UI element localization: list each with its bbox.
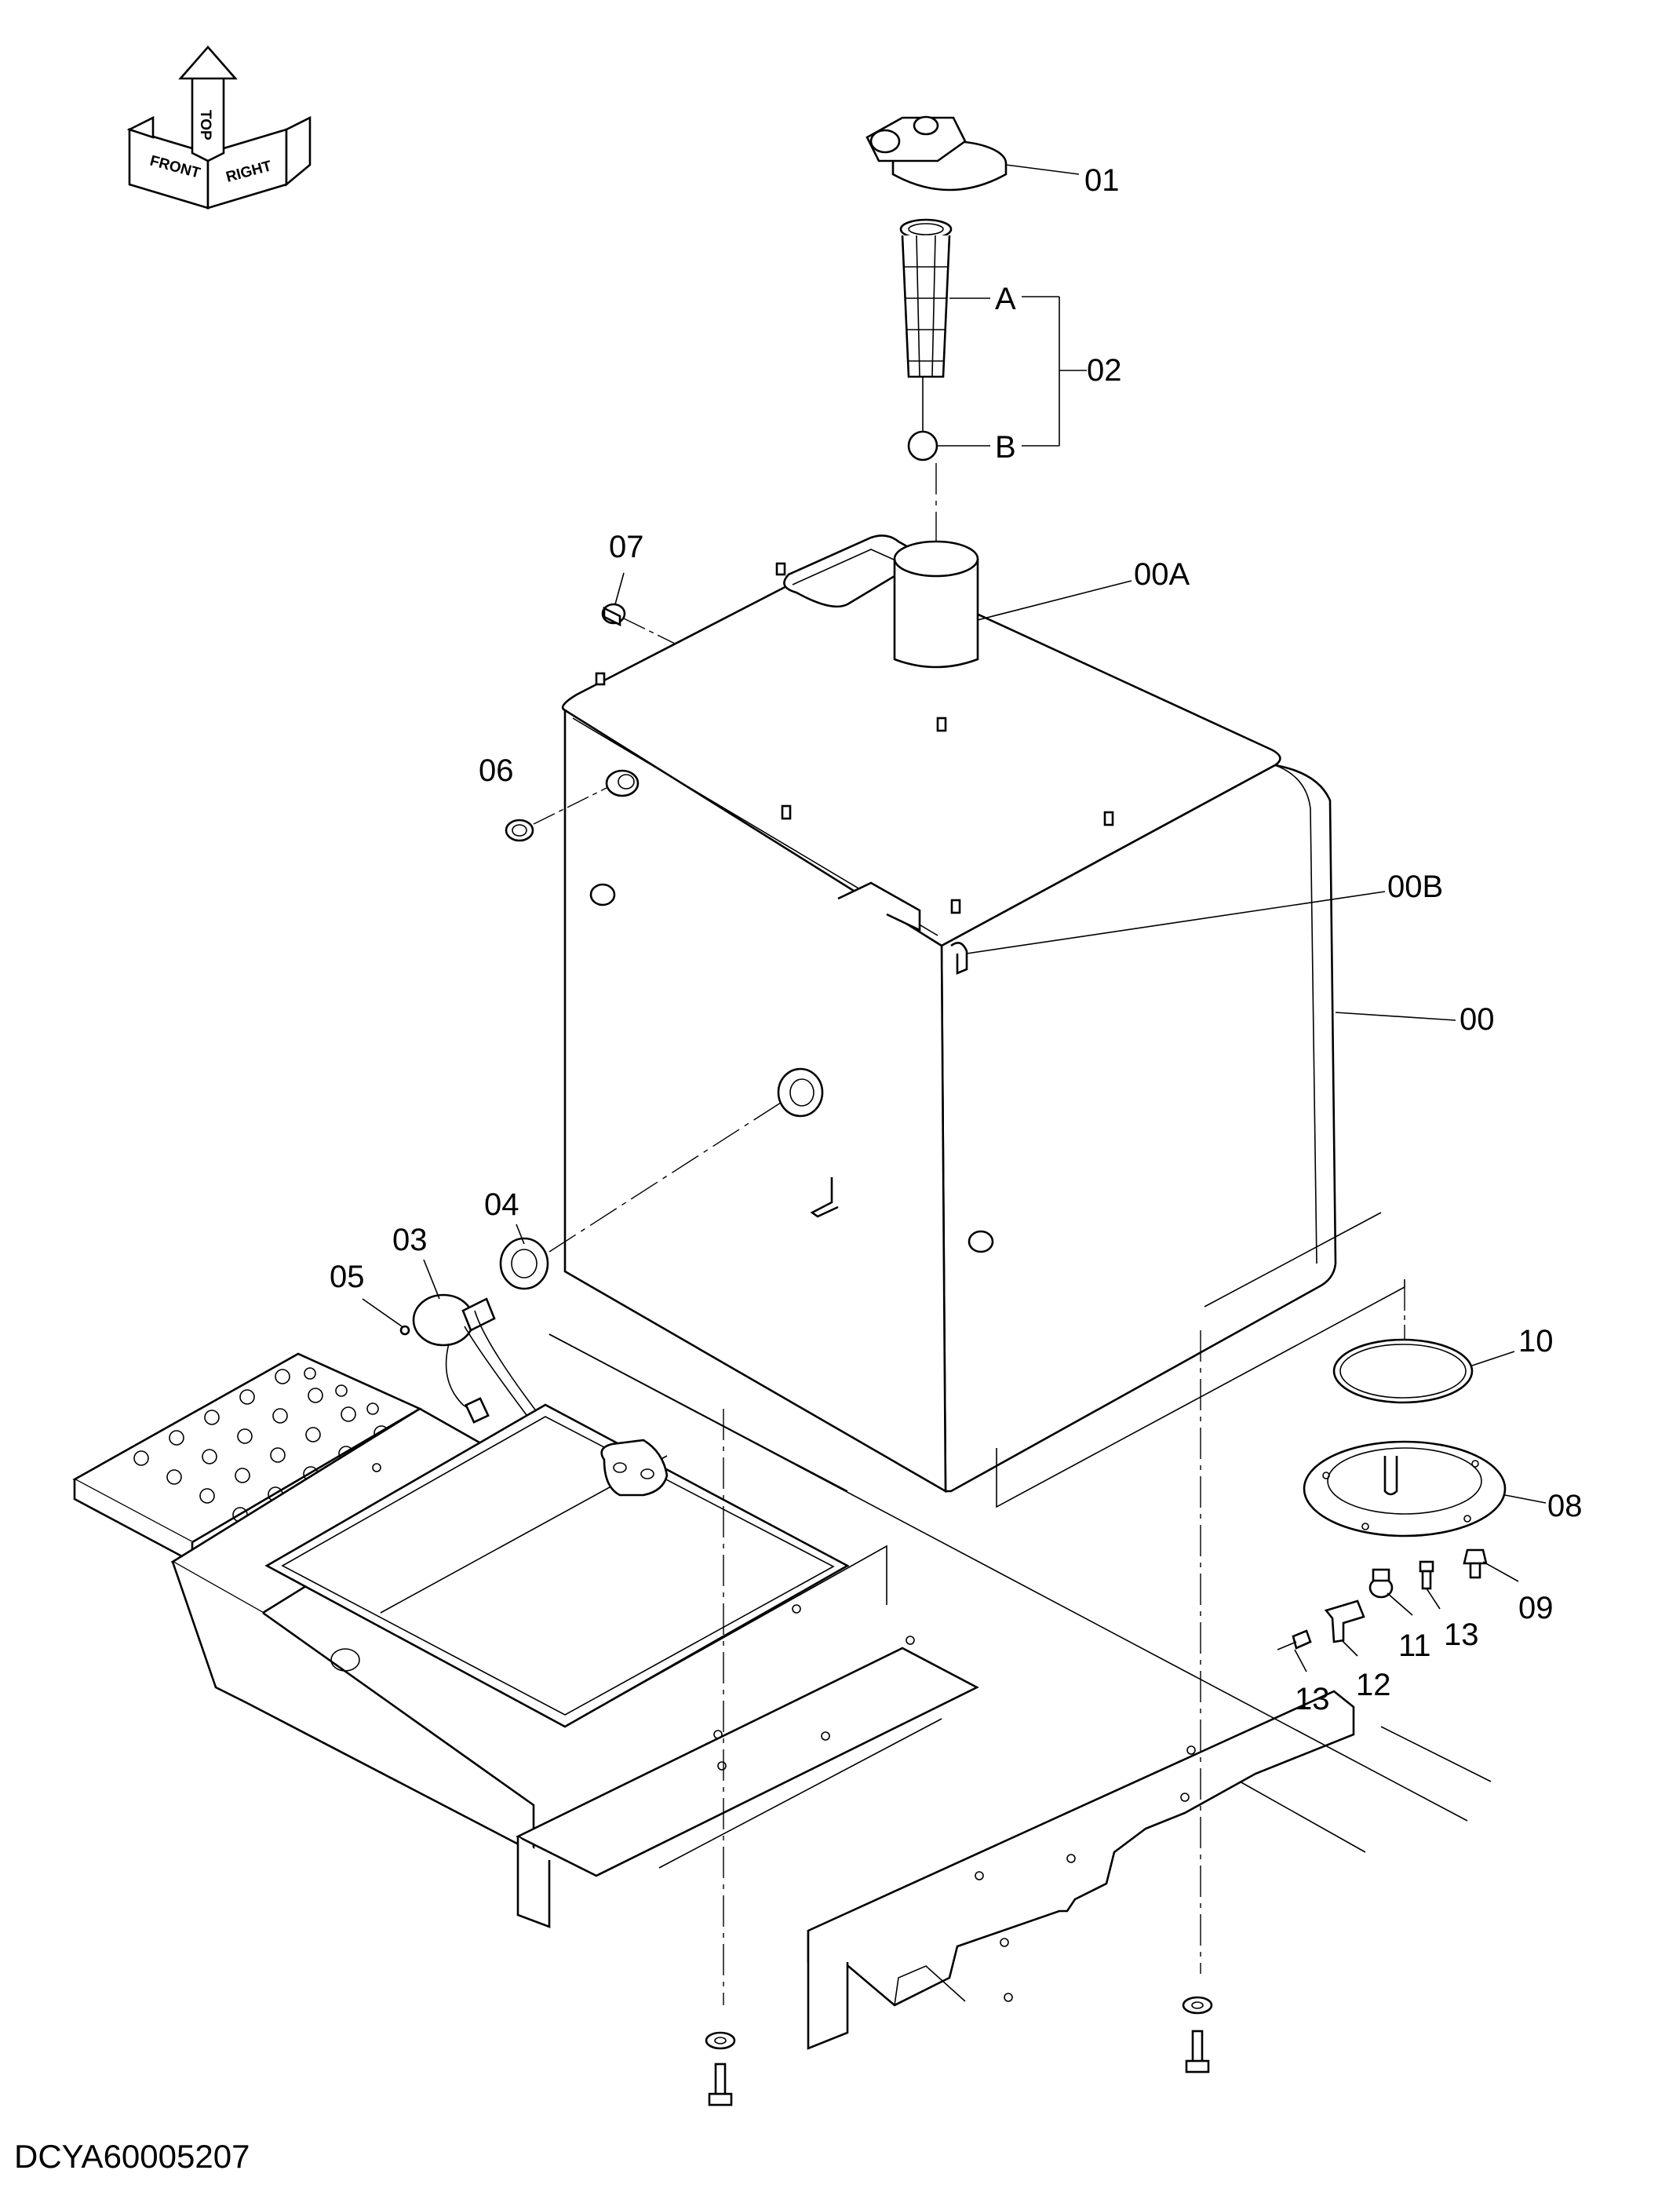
step-plate	[72, 1352, 422, 1564]
fuel-tank	[561, 534, 1405, 1508]
label-04: 04	[484, 1187, 519, 1222]
o-ring-10	[1332, 1338, 1515, 1404]
label-A: A	[995, 282, 1016, 316]
leader-00	[1335, 1012, 1456, 1021]
label-11: 11	[1398, 1629, 1431, 1663]
label-02: 02	[1087, 353, 1122, 388]
label-10: 10	[1518, 1324, 1554, 1359]
label-13-upper: 13	[1444, 1618, 1479, 1652]
label-08: 08	[1547, 1489, 1583, 1523]
leader-03	[423, 1259, 440, 1300]
label-00A: 00A	[1134, 557, 1190, 592]
label-00B: 00B	[1387, 870, 1443, 904]
tool-box	[170, 1333, 850, 1855]
elbow-12	[1324, 1599, 1365, 1657]
label-B: B	[995, 430, 1016, 465]
leader-04	[516, 1224, 525, 1245]
frame-rail	[372, 1333, 1492, 2050]
label-13-lower: 13	[1295, 1682, 1330, 1716]
callout-labels: 01 A 02 B 00A 07 06 00B 00 04 03 05 10 0…	[330, 163, 1583, 1716]
filler-cap	[866, 115, 1080, 191]
label-12: 12	[1356, 1668, 1391, 1702]
bolt-13b	[1277, 1629, 1312, 1672]
plug-07	[601, 572, 676, 644]
orientation-top-label: TOP	[197, 110, 213, 140]
fitting-11	[1368, 1568, 1413, 1616]
label-03: 03	[392, 1223, 428, 1257]
mounting-hardware	[705, 1330, 1213, 2106]
bolt-13a	[1419, 1560, 1441, 1610]
label-06: 06	[479, 753, 514, 788]
strainer	[899, 218, 1087, 461]
leader-00A	[977, 580, 1132, 621]
label-09: 09	[1518, 1591, 1554, 1625]
orientation-icon: FRONT TOP RIGHT	[126, 46, 312, 210]
document-id: DCYA60005207	[14, 2138, 250, 2175]
label-07: 07	[609, 530, 644, 564]
bolt-09	[1463, 1548, 1519, 1582]
cover-08	[1303, 1440, 1547, 1537]
leader-line	[1204, 1212, 1382, 1308]
leader-00B	[966, 891, 1386, 954]
label-05: 05	[330, 1260, 365, 1294]
label-01: 01	[1084, 163, 1120, 198]
label-00: 00	[1460, 1002, 1495, 1037]
cap-06	[505, 786, 609, 842]
